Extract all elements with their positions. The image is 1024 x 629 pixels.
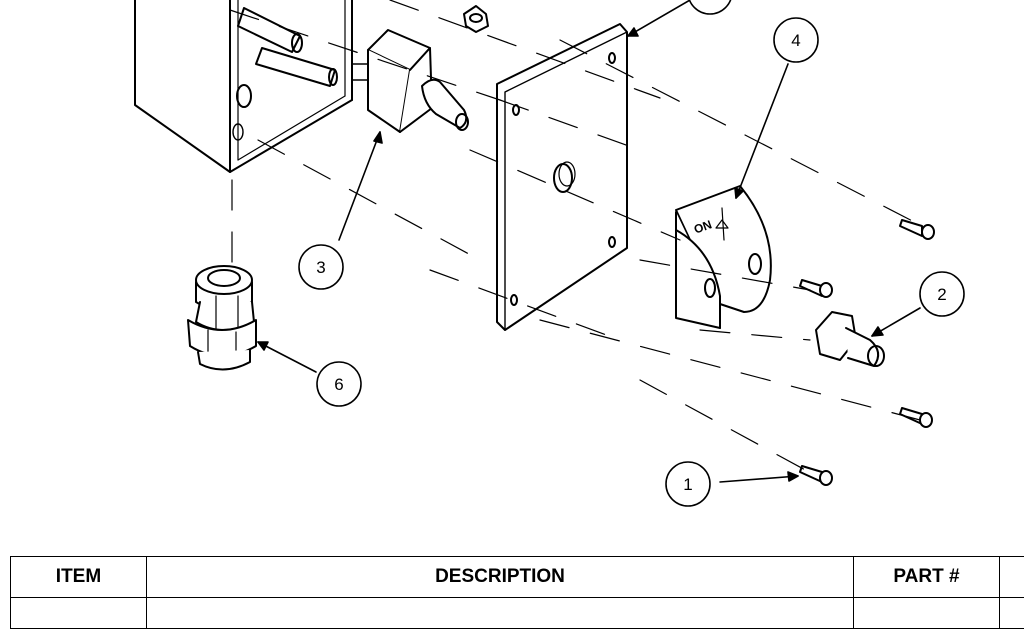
enclosure-box — [135, 0, 352, 172]
switch-guard — [676, 186, 771, 328]
bom-header-extra — [1000, 557, 1024, 598]
callout-label-2: 2 — [937, 285, 946, 304]
screw-1 — [900, 220, 934, 239]
toggle-switch — [352, 30, 468, 132]
bom-header-item: ITEM — [11, 557, 147, 598]
table-row — [11, 598, 1024, 629]
callout-label-1: 1 — [683, 475, 692, 494]
callout-label-6: 6 — [334, 375, 343, 394]
callout-bubble-partial — [688, 0, 732, 14]
callout-label-4: 4 — [791, 31, 800, 50]
cover-plate — [497, 24, 627, 330]
bill-of-materials-table: ITEM DESCRIPTION PART # — [10, 556, 1024, 629]
callout-label-3: 3 — [316, 258, 325, 277]
cable-gland — [188, 266, 256, 370]
bom-cell — [11, 598, 147, 629]
bom-header-part-number: PART # — [854, 557, 1000, 598]
bom-cell — [1000, 598, 1024, 629]
bom-header-row: ITEM DESCRIPTION PART # — [11, 557, 1024, 598]
screw-4 — [800, 466, 832, 485]
bom-cell — [854, 598, 1000, 629]
exploded-assembly-diagram: 1 2 3 4 6 ON — [0, 0, 1024, 540]
hex-bolt — [816, 312, 884, 366]
wire-conductor — [238, 8, 337, 86]
bom-cell — [147, 598, 854, 629]
bom-header-description: DESCRIPTION — [147, 557, 854, 598]
screw-3 — [900, 408, 932, 427]
